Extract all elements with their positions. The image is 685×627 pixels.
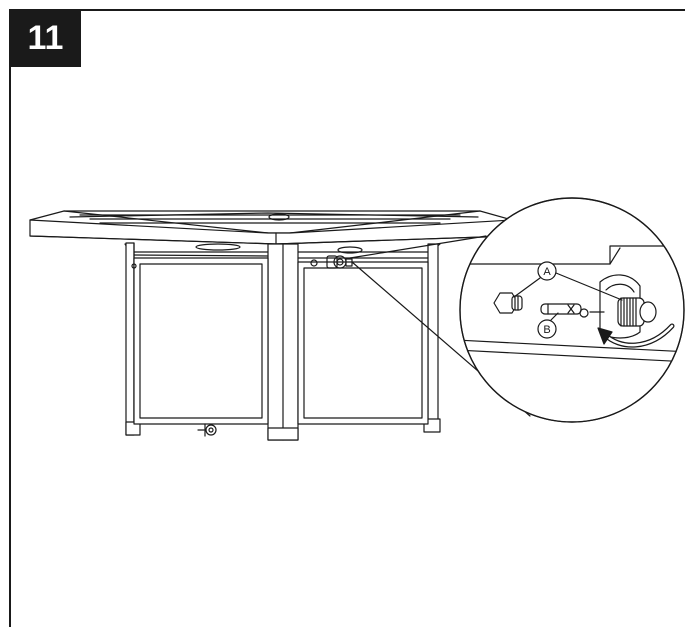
ignitor-button-small	[310, 259, 318, 267]
fire-table	[29, 210, 513, 441]
zoom-leader-upper	[349, 235, 487, 259]
step-number-badge: 11	[10, 10, 81, 67]
tabletop-inner-edge	[69, 212, 479, 218]
leg-left	[125, 242, 135, 436]
instruction-frame	[9, 9, 685, 627]
detail-view	[460, 245, 684, 363]
side-panel-right	[297, 261, 429, 425]
gas-connection-small	[326, 255, 353, 269]
detail-zoom-border	[459, 197, 685, 423]
callout-a: A	[513, 261, 623, 301]
side-panel-left	[133, 257, 269, 425]
side-panel-right-inner	[303, 267, 423, 419]
hex-nut	[493, 292, 523, 314]
battery-part-b	[540, 303, 582, 315]
rotate-arrow-icon	[597, 323, 675, 348]
leg-right	[427, 243, 439, 431]
gas-valve-bottom	[197, 423, 217, 437]
callout-a-label: A	[543, 266, 551, 278]
callout-b: B	[537, 312, 559, 339]
ignitor-cap-part-a	[617, 297, 657, 327]
callout-b-label: B	[543, 324, 550, 336]
side-panel-left-inner	[139, 263, 263, 419]
burner-opening	[268, 213, 290, 221]
